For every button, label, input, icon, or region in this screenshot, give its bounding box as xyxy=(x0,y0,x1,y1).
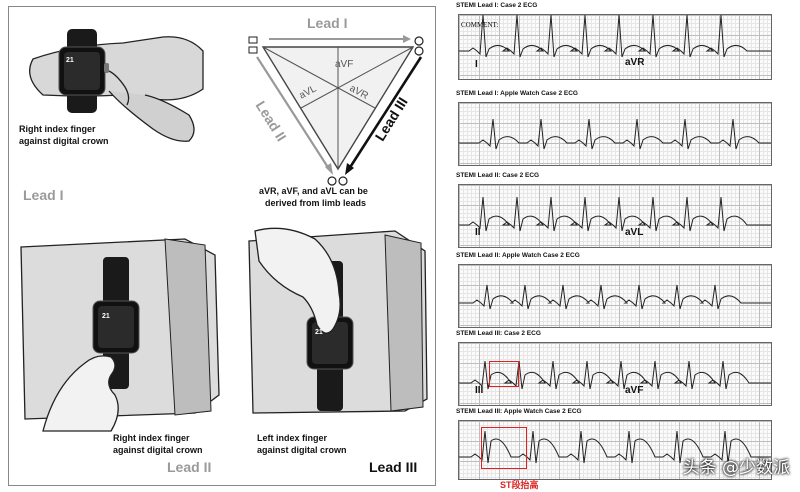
ecg-label-3a: II xyxy=(475,227,481,238)
watch-time-lead3: 21 xyxy=(315,329,323,336)
ecg-comment: COMMENT: xyxy=(461,21,499,29)
illustration-panel: 21 Right index finger against digital cr… xyxy=(8,6,436,486)
ecg-title-5: STEMI Lead III: Case 2 ECG xyxy=(456,330,541,337)
ecg-panel-2: STEMI Lead I: Apple Watch Case 2 ECG xyxy=(452,90,792,168)
lead1-caption-line1: Right index finger xyxy=(19,124,96,134)
lead2-caption-line1: Right index finger xyxy=(113,433,190,443)
ecg-trace-4 xyxy=(459,284,771,310)
watermark: 头条 @少数派 xyxy=(682,458,790,478)
ecg-waveform-3 xyxy=(459,196,771,232)
lead3-leg-illustration xyxy=(248,227,428,414)
triangle-lead-i: Lead I xyxy=(307,15,348,31)
ecg-strip-6 xyxy=(458,420,772,480)
ecg-title-3: STEMI Lead II: Case 2 ECG xyxy=(456,172,540,179)
triangle-avf: aVF xyxy=(335,59,354,70)
ecg-title-4: STEMI Lead II: Apple Watch Case 2 ECG xyxy=(456,252,580,259)
ecg-strip-3: II aVL xyxy=(458,184,772,248)
st-highlight-box-2 xyxy=(481,427,527,469)
ecg-waveform-1 xyxy=(459,15,771,58)
ecg-trace-2 xyxy=(459,118,771,150)
lead1-label: Lead I xyxy=(23,187,64,203)
lead2-label: Lead II xyxy=(167,459,212,475)
ecg-panel-6: STEMI Lead III: Apple Watch Case 2 ECG S… xyxy=(452,408,792,490)
ecg-label-3b: aVL xyxy=(625,227,644,238)
lead3-caption-line2: against digital crown xyxy=(257,445,347,455)
ecg-trace-3 xyxy=(459,196,771,232)
ecg-label-1b: aVR xyxy=(625,57,645,68)
ecg-title-2: STEMI Lead I: Apple Watch Case 2 ECG xyxy=(456,90,578,97)
st-elevation-note: ST段抬高 xyxy=(500,480,539,490)
ecg-panel-3: STEMI Lead II: Case 2 ECG II aVL xyxy=(452,172,792,250)
lead1-caption-line2: against digital crown xyxy=(19,136,109,146)
ecg-trace-5 xyxy=(459,360,771,390)
watch-time-lead1: 21 xyxy=(66,57,74,64)
ecg-label-1a: I xyxy=(475,59,478,70)
ecg-waveform-4 xyxy=(459,284,771,310)
ecg-label-5a: III xyxy=(475,385,484,396)
ecg-waveform-6 xyxy=(459,430,771,464)
ecg-waveform-5 xyxy=(459,360,771,390)
einthoven-triangle xyxy=(248,35,424,186)
ecg-panel-5: STEMI Lead III: Case 2 ECG III aVF xyxy=(452,330,792,408)
ecg-strip-2 xyxy=(458,102,772,166)
lead1-wrist-illustration xyxy=(29,29,204,142)
lead3-label: Lead III xyxy=(369,459,418,475)
ecg-strip-5: III aVF xyxy=(458,342,772,406)
ecg-title-1: STEMI Lead I: Case 2 ECG xyxy=(456,2,538,9)
lead2-leg-illustration xyxy=(20,238,220,432)
ecg-strip-1: COMMENT: I aVR xyxy=(458,14,772,80)
ecg-trace-1 xyxy=(459,15,771,58)
lead3-caption-line1: Left index finger xyxy=(257,433,328,443)
illustration-frame: 21 Right index finger against digital cr… xyxy=(8,6,436,486)
ecg-panel-1: STEMI Lead I: Case 2 ECG COMMENT: I aVR xyxy=(452,2,792,82)
watch-time-lead2: 21 xyxy=(102,313,110,320)
triangle-caption-line2: derived from limb leads xyxy=(265,198,367,208)
ecg-title-6: STEMI Lead III: Apple Watch Case 2 ECG xyxy=(456,408,582,415)
ecg-waveform-2 xyxy=(459,118,771,150)
ecg-strip-4 xyxy=(458,264,772,328)
ecg-label-5b: aVF xyxy=(625,385,644,396)
ecg-panel-4: STEMI Lead II: Apple Watch Case 2 ECG xyxy=(452,252,792,330)
ecg-trace-6 xyxy=(459,430,771,464)
st-highlight-box-1 xyxy=(489,361,519,387)
lead2-caption-line2: against digital crown xyxy=(113,445,203,455)
triangle-caption-line1: aVR, aVF, and aVL can be xyxy=(259,186,368,196)
